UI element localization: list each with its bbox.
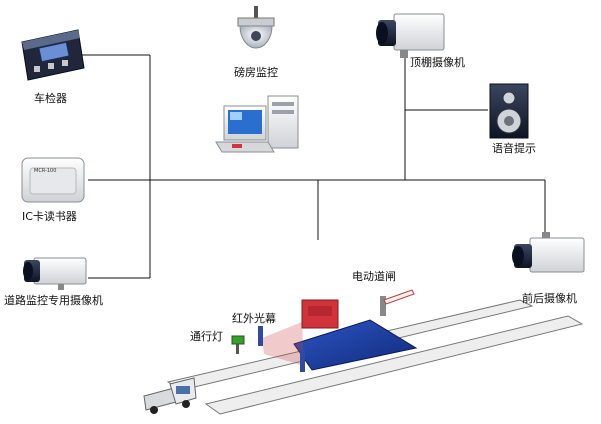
speaker-icon (489, 83, 529, 139)
label-infrared-curtain: 红外光幕 (232, 312, 276, 325)
electric-barrier (301, 289, 415, 329)
label-weighing-room-monitor: 磅房监控 (234, 66, 278, 79)
ic-card-reader-icon: MCR-100 (21, 157, 85, 203)
computer-icon (215, 95, 299, 153)
label-front-back-camera: 前后摄像机 (522, 292, 577, 305)
traffic-light-icon (231, 335, 245, 354)
label-road-camera: 道路监控专用摄像机 (4, 294, 103, 307)
front-lane-strip (204, 315, 584, 415)
top-camera-icon (376, 13, 445, 58)
label-voice-prompt: 语音提示 (492, 142, 536, 155)
label-vehicle-detector: 车检器 (34, 92, 67, 105)
wiring (82, 54, 546, 279)
dome-camera-icon (237, 6, 275, 49)
vehicle-detector-icon (21, 29, 85, 81)
label-traffic-light: 通行灯 (190, 330, 223, 343)
truck-icon (143, 377, 197, 414)
infrared-light-curtain (258, 322, 305, 372)
road-camera-icon (23, 257, 87, 290)
weighbridge-plate (293, 319, 418, 371)
lane-scene (143, 289, 584, 415)
label-ic-card-reader: IC卡读书器 (22, 210, 77, 223)
label-top-camera: 顶棚摄像机 (410, 56, 465, 69)
reader-brand-text: MCR-100 (34, 168, 56, 174)
label-electric-barrier: 电动道闸 (352, 270, 396, 283)
front-back-camera-icon (512, 232, 585, 273)
